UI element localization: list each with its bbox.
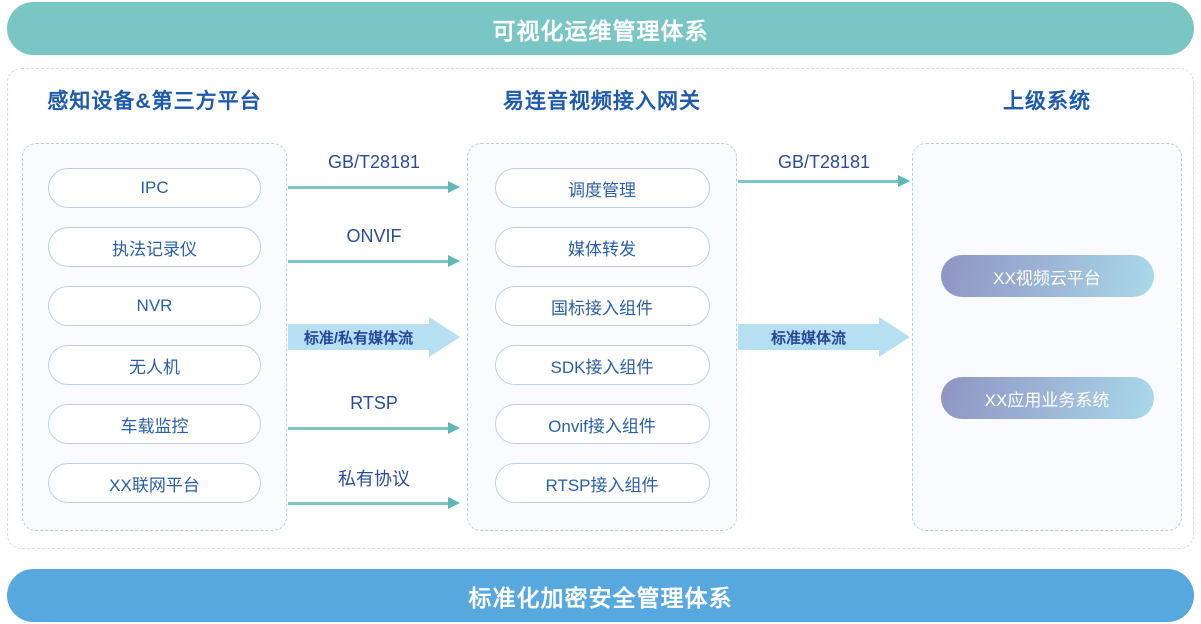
arrow-head-icon — [448, 497, 460, 509]
connector-block-arrow-standard-private-media-stream: 标准/私有媒体流 — [288, 317, 460, 357]
arrow-head-icon — [448, 181, 460, 193]
connector-label-text: GB/T28181 — [777, 151, 871, 172]
pill-label: IPC — [140, 178, 169, 197]
group-box-sensing-devices: IPC 执法记录仪 NVR 无人机 车载监控 XX联网平台 — [22, 143, 287, 531]
list-item[interactable]: Onvif接入组件 — [494, 404, 710, 444]
arrow-shaft — [738, 180, 899, 183]
column-2-header-label: 易连音视频接入网关 — [503, 90, 701, 113]
pill-label: XX应用业务系统 — [984, 390, 1110, 410]
list-item[interactable]: XX应用业务系统 — [940, 377, 1154, 419]
connector-label-text: GB/T28181 — [327, 151, 421, 172]
list-item[interactable]: XX联网平台 — [48, 463, 261, 503]
connector-label-text: 私有协议 — [338, 469, 410, 489]
top-banner: 可视化运维管理体系 — [7, 2, 1194, 55]
list-item[interactable]: IPC — [48, 168, 261, 208]
block-arrow-body — [738, 324, 879, 350]
group-box-upper-system: XX视频云平台 XX应用业务系统 — [912, 143, 1182, 531]
list-item[interactable]: 国标接入组件 — [494, 286, 710, 326]
connector-label-text: ONVIF — [346, 225, 402, 246]
column-header-gateway: 易连音视频接入网关 — [467, 84, 737, 116]
block-arrow-head-icon — [429, 317, 460, 357]
pill-label: RTSP接入组件 — [545, 475, 659, 495]
block-arrow-label: 标准/私有媒体流 — [288, 324, 429, 350]
top-banner-label: 可视化运维管理体系 — [492, 17, 709, 44]
list-item[interactable]: 媒体转发 — [494, 227, 710, 267]
connector-label-gbt28181-right: GB/T28181 — [738, 150, 910, 174]
pill-label: SDK接入组件 — [550, 357, 654, 377]
arrow-shaft — [288, 186, 449, 189]
connector-arrow-rtsp — [288, 422, 460, 435]
column-header-upper-system: 上级系统 — [912, 84, 1182, 116]
column-1-header-label: 感知设备&第三方平台 — [47, 90, 262, 113]
connector-arrow-gbt28181-left — [288, 181, 460, 194]
connector-block-arrow-standard-media-stream: 标准媒体流 — [738, 317, 910, 357]
pill-label: 执法记录仪 — [112, 239, 197, 259]
list-item[interactable]: 车载监控 — [48, 404, 261, 444]
arrow-shaft — [288, 502, 449, 505]
arrow-head-icon — [448, 422, 460, 434]
arrow-shaft — [288, 260, 449, 263]
arrow-shaft — [288, 427, 449, 430]
bottom-banner-label: 标准化加密安全管理体系 — [468, 584, 733, 611]
pill-label: XX视频云平台 — [993, 268, 1101, 288]
list-item[interactable]: 执法记录仪 — [48, 227, 261, 267]
list-item[interactable]: SDK接入组件 — [494, 345, 710, 385]
connector-label-text: RTSP — [350, 392, 398, 413]
pill-label: NVR — [136, 296, 173, 315]
block-arrow-label: 标准媒体流 — [738, 324, 879, 350]
list-item[interactable]: NVR — [48, 286, 261, 326]
connector-label-gbt28181-left: GB/T28181 — [288, 150, 460, 174]
arrow-head-icon — [898, 175, 910, 187]
connector-arrow-gbt28181-right — [738, 175, 910, 188]
pill-label: 媒体转发 — [568, 239, 636, 259]
connector-label-onvif: ONVIF — [288, 224, 460, 248]
block-arrow-body — [288, 324, 429, 350]
block-arrow-head-icon — [879, 317, 910, 357]
list-item[interactable]: 调度管理 — [494, 168, 710, 208]
pill-label: XX联网平台 — [109, 475, 200, 495]
pill-label: 国标接入组件 — [551, 298, 653, 318]
pill-label: 无人机 — [129, 357, 180, 377]
column-3-header-label: 上级系统 — [1003, 90, 1091, 113]
bottom-banner: 标准化加密安全管理体系 — [7, 569, 1194, 622]
pill-label: 车载监控 — [120, 416, 189, 436]
pill-label: 调度管理 — [568, 180, 636, 200]
list-item[interactable]: RTSP接入组件 — [494, 463, 710, 503]
block-arrow-label-text: 标准/私有媒体流 — [303, 329, 414, 347]
connector-arrow-private-protocol — [288, 497, 460, 510]
arrow-head-icon — [448, 255, 460, 267]
connector-arrow-onvif — [288, 255, 460, 268]
list-item[interactable]: 无人机 — [48, 345, 261, 385]
column-header-sensing-devices: 感知设备&第三方平台 — [22, 84, 287, 116]
pill-label: Onvif接入组件 — [548, 416, 656, 436]
connector-label-private-protocol: 私有协议 — [288, 466, 460, 490]
connector-label-rtsp: RTSP — [288, 391, 460, 415]
list-item[interactable]: XX视频云平台 — [940, 255, 1154, 297]
block-arrow-label-text: 标准媒体流 — [770, 329, 846, 347]
group-box-gateway: 调度管理 媒体转发 国标接入组件 SDK接入组件 Onvif接入组件 RTSP接… — [467, 143, 737, 531]
